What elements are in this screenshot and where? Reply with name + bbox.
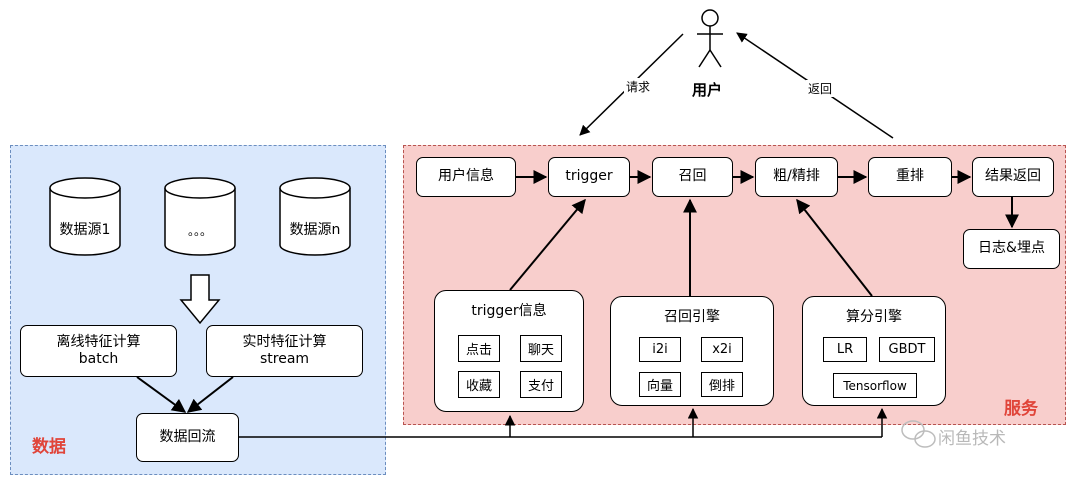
data-source-cylinder-2 (164, 177, 236, 256)
user-info-box: 用户信息 (416, 157, 516, 197)
offline-feature-box: 离线特征计算 batch (20, 325, 177, 377)
scoring-engine-title: 算分引擎 (846, 309, 902, 325)
data-source-label-1: 数据源1 (59, 222, 111, 238)
trigger-box: trigger (548, 157, 630, 197)
trigger-chip-favorite: 收藏 (458, 371, 500, 398)
watermark-text: 闲鱼技术 (938, 429, 1006, 449)
wechat-icon (901, 420, 936, 448)
recall-box: 召回 (652, 157, 733, 197)
offline-feature-title: 离线特征计算 (56, 333, 141, 350)
data-source-label-ellipsis: 。。。 (187, 224, 212, 238)
recall-chip-inverted-index: 倒排 (701, 372, 743, 397)
trigger-panel-to-trigger-arrow (509, 198, 586, 291)
recall-chip-i2i: i2i (639, 337, 681, 362)
user-label: 用户 (692, 81, 723, 99)
offline-feature-subtitle: batch (78, 351, 119, 367)
score-chip-tensorflow: Tensorflow (833, 373, 917, 398)
realtime-to-backflow-arrow (186, 376, 234, 413)
score-chip-lr: LR (823, 337, 867, 362)
data-backflow-box: 数据回流 (136, 413, 239, 462)
trigger-chip-click: 点击 (458, 335, 500, 362)
offline-to-backflow-arrow (136, 376, 187, 413)
trigger-chip-chat: 聊天 (520, 335, 562, 362)
recall-chip-x2i: x2i (701, 337, 743, 362)
service-region-label: 服务 (1004, 399, 1038, 419)
user-stick-figure-icon (697, 9, 723, 68)
request-label: 请求 (624, 78, 653, 95)
coarse-fine-rank-box: 粗/精排 (755, 157, 838, 197)
log-tracking-box: 日志&埋点 (963, 229, 1060, 269)
hollow-down-arrow-icon (179, 274, 221, 325)
return-label: 返回 (806, 80, 835, 97)
rerank-box: 重排 (868, 157, 952, 197)
recall-chip-vector: 向量 (639, 372, 681, 397)
result-return-box: 结果返回 (972, 157, 1054, 197)
scoring-engine-panel: 算分引擎 LR GBDT Tensorflow (802, 296, 946, 406)
trigger-info-panel: trigger信息 点击 聊天 收藏 支付 (434, 290, 584, 412)
realtime-feature-subtitle: stream (259, 351, 310, 367)
data-source-cylinder-1 (49, 177, 121, 256)
score-panel-to-rank-arrow (796, 198, 873, 297)
recall-engine-title: 召回引擎 (664, 309, 720, 325)
trigger-chip-pay: 支付 (520, 371, 562, 398)
recall-engine-panel: 召回引擎 i2i x2i 向量 倒排 (610, 296, 774, 406)
score-chip-gbdt: GBDT (879, 337, 935, 362)
data-source-cylinder-n (279, 177, 351, 256)
trigger-info-title: trigger信息 (471, 303, 547, 319)
realtime-feature-title: 实时特征计算 (242, 333, 327, 350)
data-source-label-n: 数据源n (289, 222, 341, 238)
data-region-label: 数据 (32, 437, 66, 457)
realtime-feature-box: 实时特征计算 stream (206, 325, 363, 377)
